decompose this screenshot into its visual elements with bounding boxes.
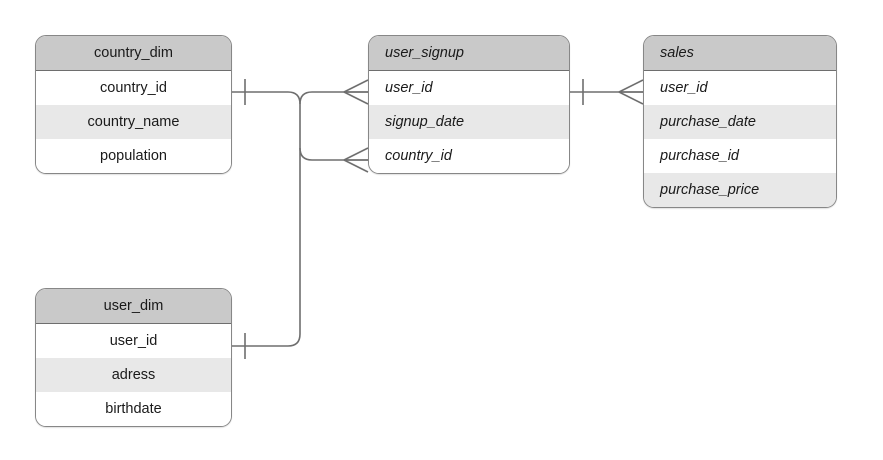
entity-field-country-dim-country-name[interactable]: country_name — [36, 105, 231, 139]
entity-title-country-dim: country_dim — [36, 36, 231, 71]
cardinality-many-sales-user-id — [618, 79, 644, 105]
entity-user-dim[interactable]: user_dim user_id adress birthdate — [35, 288, 232, 427]
entity-field-user-dim-birthdate[interactable]: birthdate — [36, 392, 231, 426]
entity-title-sales: sales — [644, 36, 836, 71]
entity-field-user-dim-adress[interactable]: adress — [36, 358, 231, 392]
entity-title-user-signup: user_signup — [369, 36, 569, 71]
entity-field-sales-purchase-date[interactable]: purchase_date — [644, 105, 836, 139]
entity-field-user-dim-user-id[interactable]: user_id — [36, 324, 231, 358]
entity-field-sales-purchase-price[interactable]: purchase_price — [644, 173, 836, 207]
entity-field-user-signup-user-id[interactable]: user_id — [369, 71, 569, 105]
entity-country-dim[interactable]: country_dim country_id country_name popu… — [35, 35, 232, 174]
entity-field-user-signup-signup-date[interactable]: signup_date — [369, 105, 569, 139]
entity-field-country-dim-country-id[interactable]: country_id — [36, 71, 231, 105]
cardinality-many-user-signup-user-id — [343, 79, 369, 105]
edge-user-dim-to-trunk — [232, 333, 301, 347]
entity-field-user-signup-country-id[interactable]: country_id — [369, 139, 569, 173]
edge-trunk-to-user-signup-user-id — [299, 91, 368, 105]
entity-sales[interactable]: sales user_id purchase_date purchase_id … — [643, 35, 837, 208]
cardinality-many-user-signup-country-id — [343, 147, 369, 173]
entity-field-sales-purchase-id[interactable]: purchase_id — [644, 139, 836, 173]
entity-user-signup[interactable]: user_signup user_id signup_date country_… — [368, 35, 570, 174]
entity-field-country-dim-population[interactable]: population — [36, 139, 231, 173]
edge-country-dim-to-trunk — [232, 91, 301, 105]
entity-field-sales-user-id[interactable]: user_id — [644, 71, 836, 105]
entity-title-user-dim: user_dim — [36, 289, 231, 324]
edge-trunk-to-user-signup-country-id — [299, 147, 368, 161]
